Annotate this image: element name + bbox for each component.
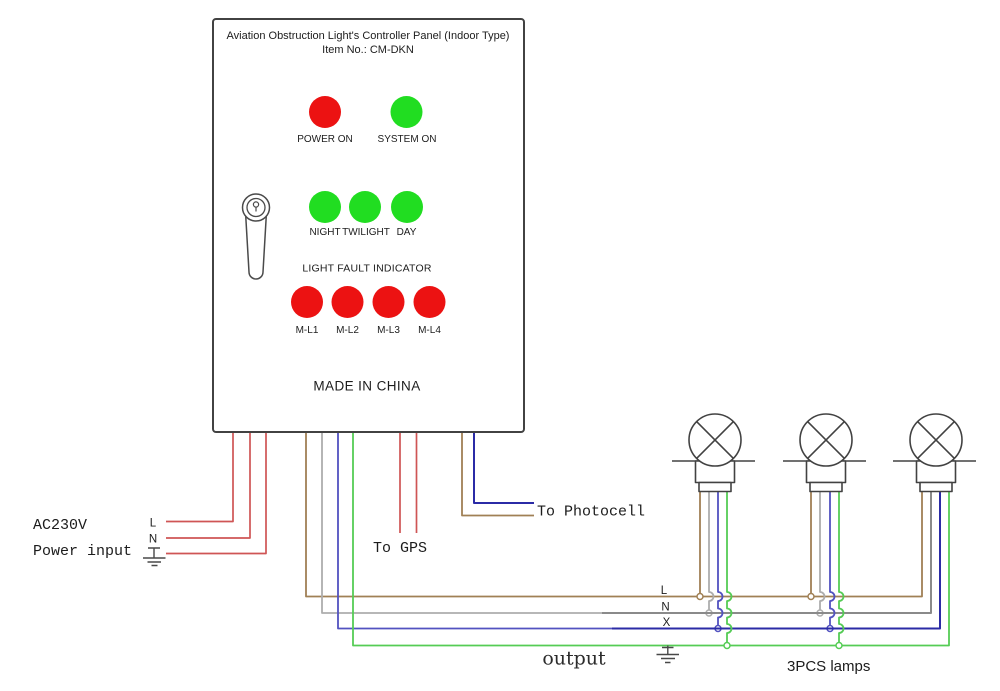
controller-panel: Aviation Obstruction Light's Controller … [212,18,525,433]
lamp1-earth-drop [726,491,733,643]
red-wires [166,431,418,555]
power-earth-wire [166,431,267,555]
ml1-label: M-L1 [296,325,319,336]
lamp2-earth-terminal [835,641,843,650]
photocell-brown-wire [461,431,534,517]
ml4-led [413,286,446,318]
photocell-label: To Photocell [537,504,645,521]
power-n-label: N [149,534,157,546]
n-bus-wire-right [602,491,932,614]
key-switch-handle [244,211,268,280]
lamp-icon [783,413,866,493]
fault-section-title: LIGHT FAULT INDICATOR [302,263,431,275]
power-input-label-line2: Power input [33,543,132,560]
night-label: NIGHT [309,227,340,238]
photocell-blue-wire [473,431,534,504]
panel-item-no: Item No.: CM-DKN [322,44,414,56]
ml4-label: M-L4 [418,325,441,336]
bus-l-label: L [661,585,668,597]
bus-x-label: X [663,617,671,629]
power-on-led [309,96,341,128]
panel-outline [212,18,525,433]
grey-bus-dark [602,491,932,614]
grey-wires [321,431,826,617]
lamp1-x-drop [717,491,724,626]
lamp-icon [672,413,755,493]
output-ground-icon [656,645,679,664]
panel-title: Aviation Obstruction Light's Controller … [227,30,510,42]
ml2-led [331,286,364,318]
x-bus-wire-right [612,491,941,630]
lamp2-n-drop [819,491,826,611]
power-l-label: L [150,518,157,530]
lamp2-x-drop [829,491,836,626]
blue-wires [337,431,836,633]
key-switch-icon [241,193,271,280]
lamp1-n-drop [708,491,715,611]
lamp1-earth-terminal [723,641,731,650]
x-bus-wire-left [337,431,612,630]
lamp2-earth-drop [838,491,845,643]
lamps-count-label: 3PCS lamps [787,658,870,675]
green-wires [352,431,950,650]
lamp1-l-terminal [696,592,704,601]
ml3-led [372,286,405,318]
brown-wires [305,431,923,601]
lamp2-l-terminal [807,592,815,601]
lamps [672,413,976,493]
bus-n-label: N [661,602,669,614]
power-n-wire [166,431,251,539]
gps-label: To GPS [373,540,427,557]
ml1-led [291,286,323,318]
lamp-cross [917,421,955,459]
power-input-label-line1: AC230V [33,517,87,534]
system-on-led [390,96,423,128]
lamp-cross [807,421,845,459]
night-led [309,191,341,223]
output-label: output [542,648,606,670]
l-bus-wire [305,431,923,598]
lamp-base-lower [919,481,953,493]
system-on-label: SYSTEM ON [378,134,437,145]
power-on-label: POWER ON [297,134,353,145]
twilight-led [349,191,381,223]
lamp-cross [696,421,734,459]
day-label: DAY [397,227,417,238]
n-bus-wire-left [321,431,602,614]
power-l-wire [166,431,234,523]
lamp-base-lower [698,481,732,493]
day-led [391,191,423,223]
keyhole [252,201,260,208]
ml2-label: M-L2 [336,325,359,336]
ml3-label: M-L3 [377,325,400,336]
lamp-icon [893,413,976,493]
made-in-china-label: MADE IN CHINA [313,379,420,394]
power-ground-icon [143,547,166,567]
lamp-base-lower [809,481,843,493]
blue-bus-dark [473,431,941,630]
twilight-label: TWILIGHT [342,227,390,238]
earth-bus-wire [352,431,950,647]
